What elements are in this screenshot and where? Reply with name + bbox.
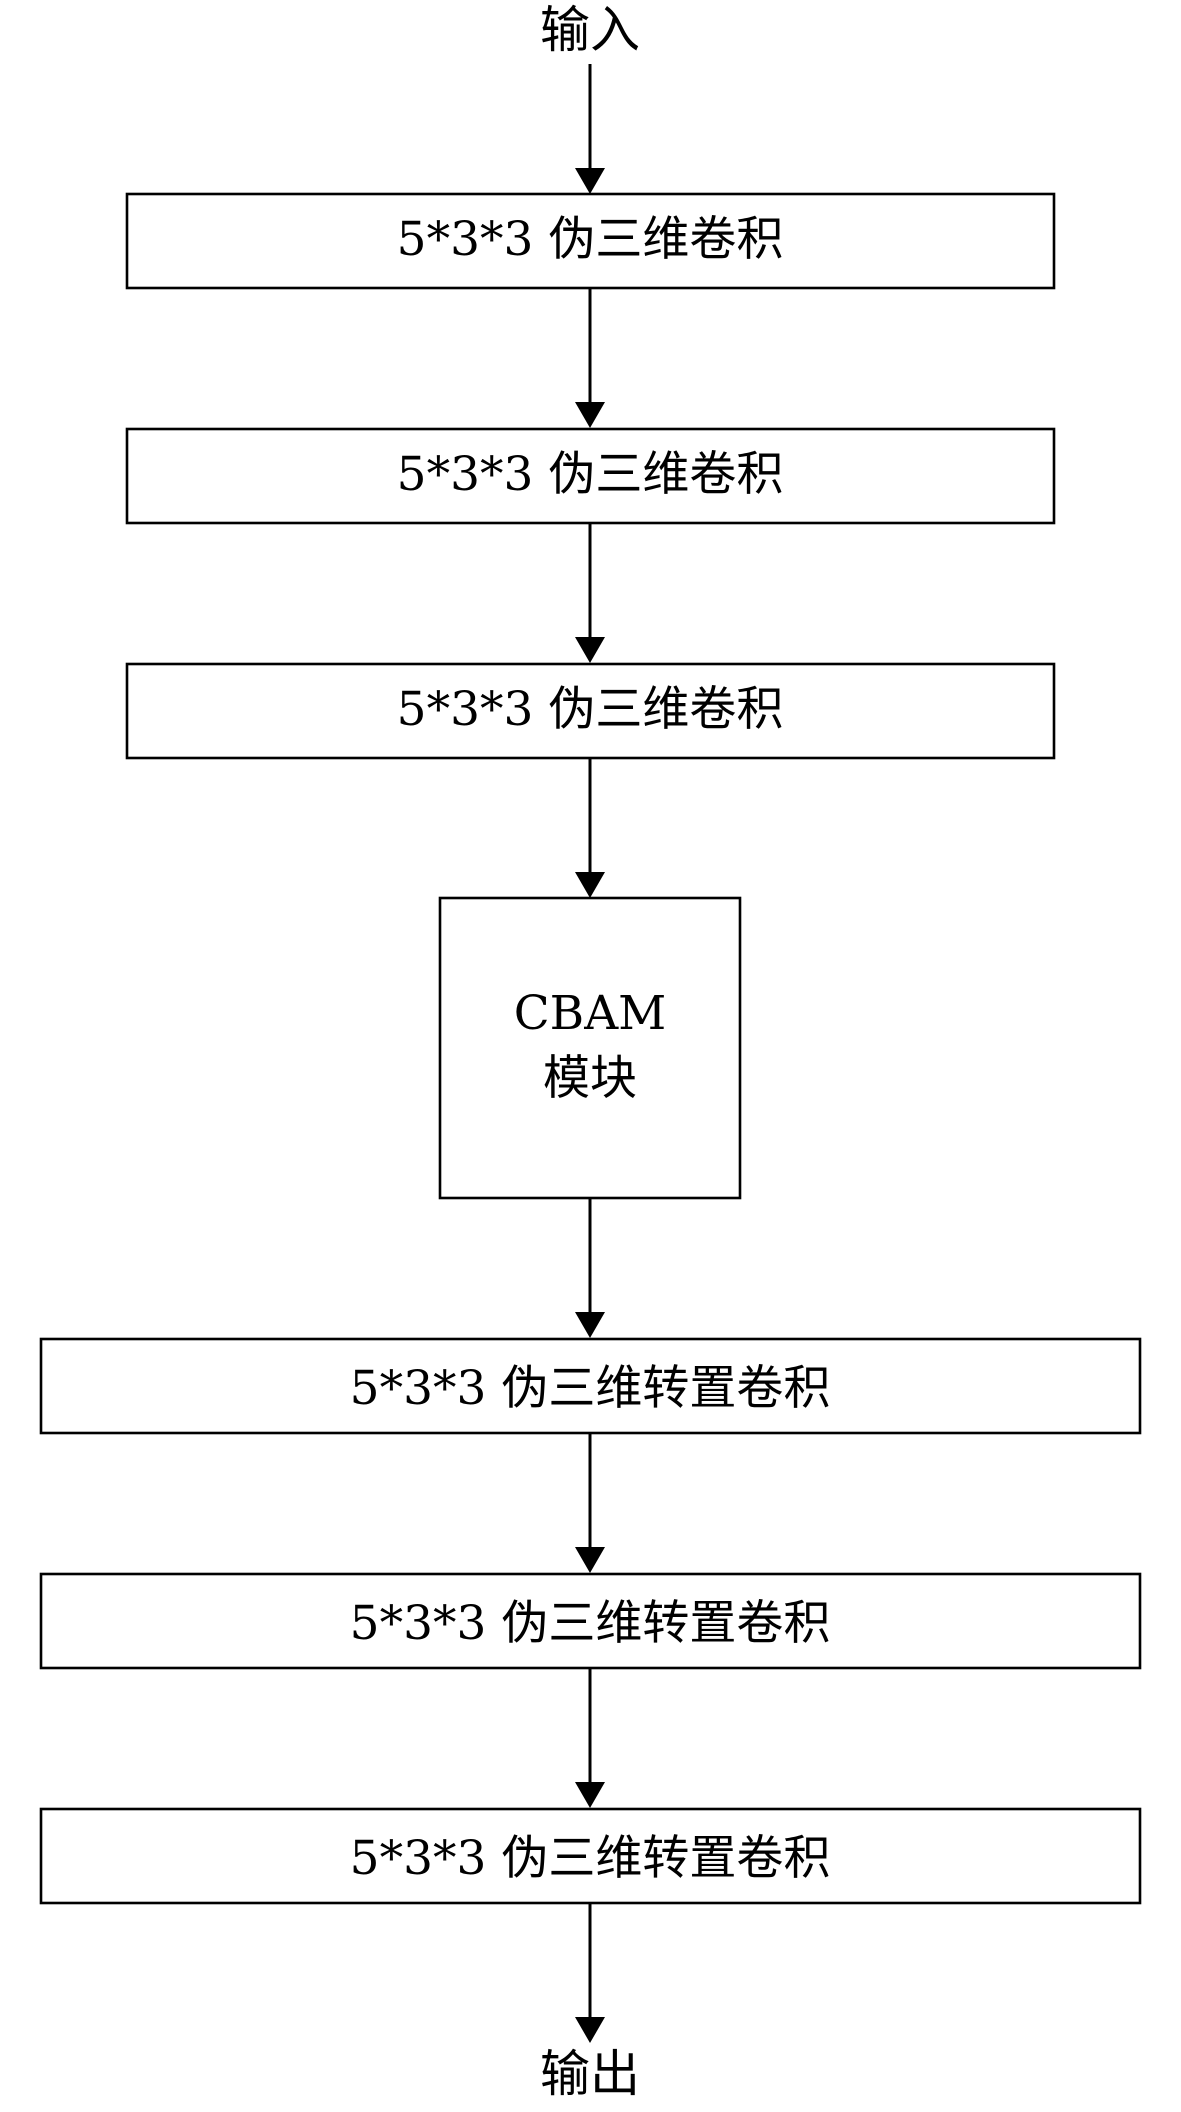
edge-conv-3-to-cbam [575,758,605,898]
node-box [39,1337,1142,1435]
arrowhead [575,637,605,663]
node-conv-3: 5*3*3 伪三维卷积 [125,662,1056,760]
node-tconv-2: 5*3*3 伪三维转置卷积 [39,1572,1142,1670]
edge-tconv-3-to-output [575,1903,605,2043]
node-box [438,896,742,1200]
node-tconv-3: 5*3*3 伪三维转置卷积 [39,1807,1142,1905]
node-label: 5*3*3 伪三维转置卷积 [350,1361,831,1416]
node-label: 5*3*3 伪三维转置卷积 [350,1831,831,1886]
node-box [39,1807,1142,1905]
input-label: 输入 [540,1,640,59]
arrowhead [575,402,605,428]
edge-tconv-1-to-tconv-2 [575,1433,605,1573]
edge-input-to-conv-1 [575,64,605,194]
node-box [125,427,1056,525]
node-conv-2: 5*3*3 伪三维卷积 [125,427,1056,525]
node-box [39,1572,1142,1670]
node-box [125,662,1056,760]
node-tconv-1: 5*3*3 伪三维转置卷积 [39,1337,1142,1435]
arrowhead [575,1782,605,1808]
node-label: 5*3*3 伪三维卷积 [397,682,784,737]
node-label: 5*3*3 伪三维卷积 [397,447,784,502]
arrowhead [575,1312,605,1338]
arrowhead [575,2017,605,2043]
arrowhead [575,168,605,194]
output-label: 输出 [540,2045,640,2103]
node-label: 5*3*3 伪三维转置卷积 [350,1596,831,1651]
arrowhead [575,1547,605,1573]
arrowhead [575,872,605,898]
node-cbam: CBAM 模块 [438,896,742,1200]
node-label: 5*3*3 伪三维卷积 [397,212,784,267]
node-label-line-1: CBAM [514,986,667,1041]
edge-conv-2-to-conv-3 [575,523,605,663]
edge-tconv-2-to-tconv-3 [575,1668,605,1808]
node-conv-1: 5*3*3 伪三维卷积 [125,192,1056,290]
node-label-line-2: 模块 [543,1051,637,1106]
edge-cbam-to-tconv-1 [575,1198,605,1338]
edge-conv-1-to-conv-2 [575,288,605,428]
node-box [125,192,1056,290]
